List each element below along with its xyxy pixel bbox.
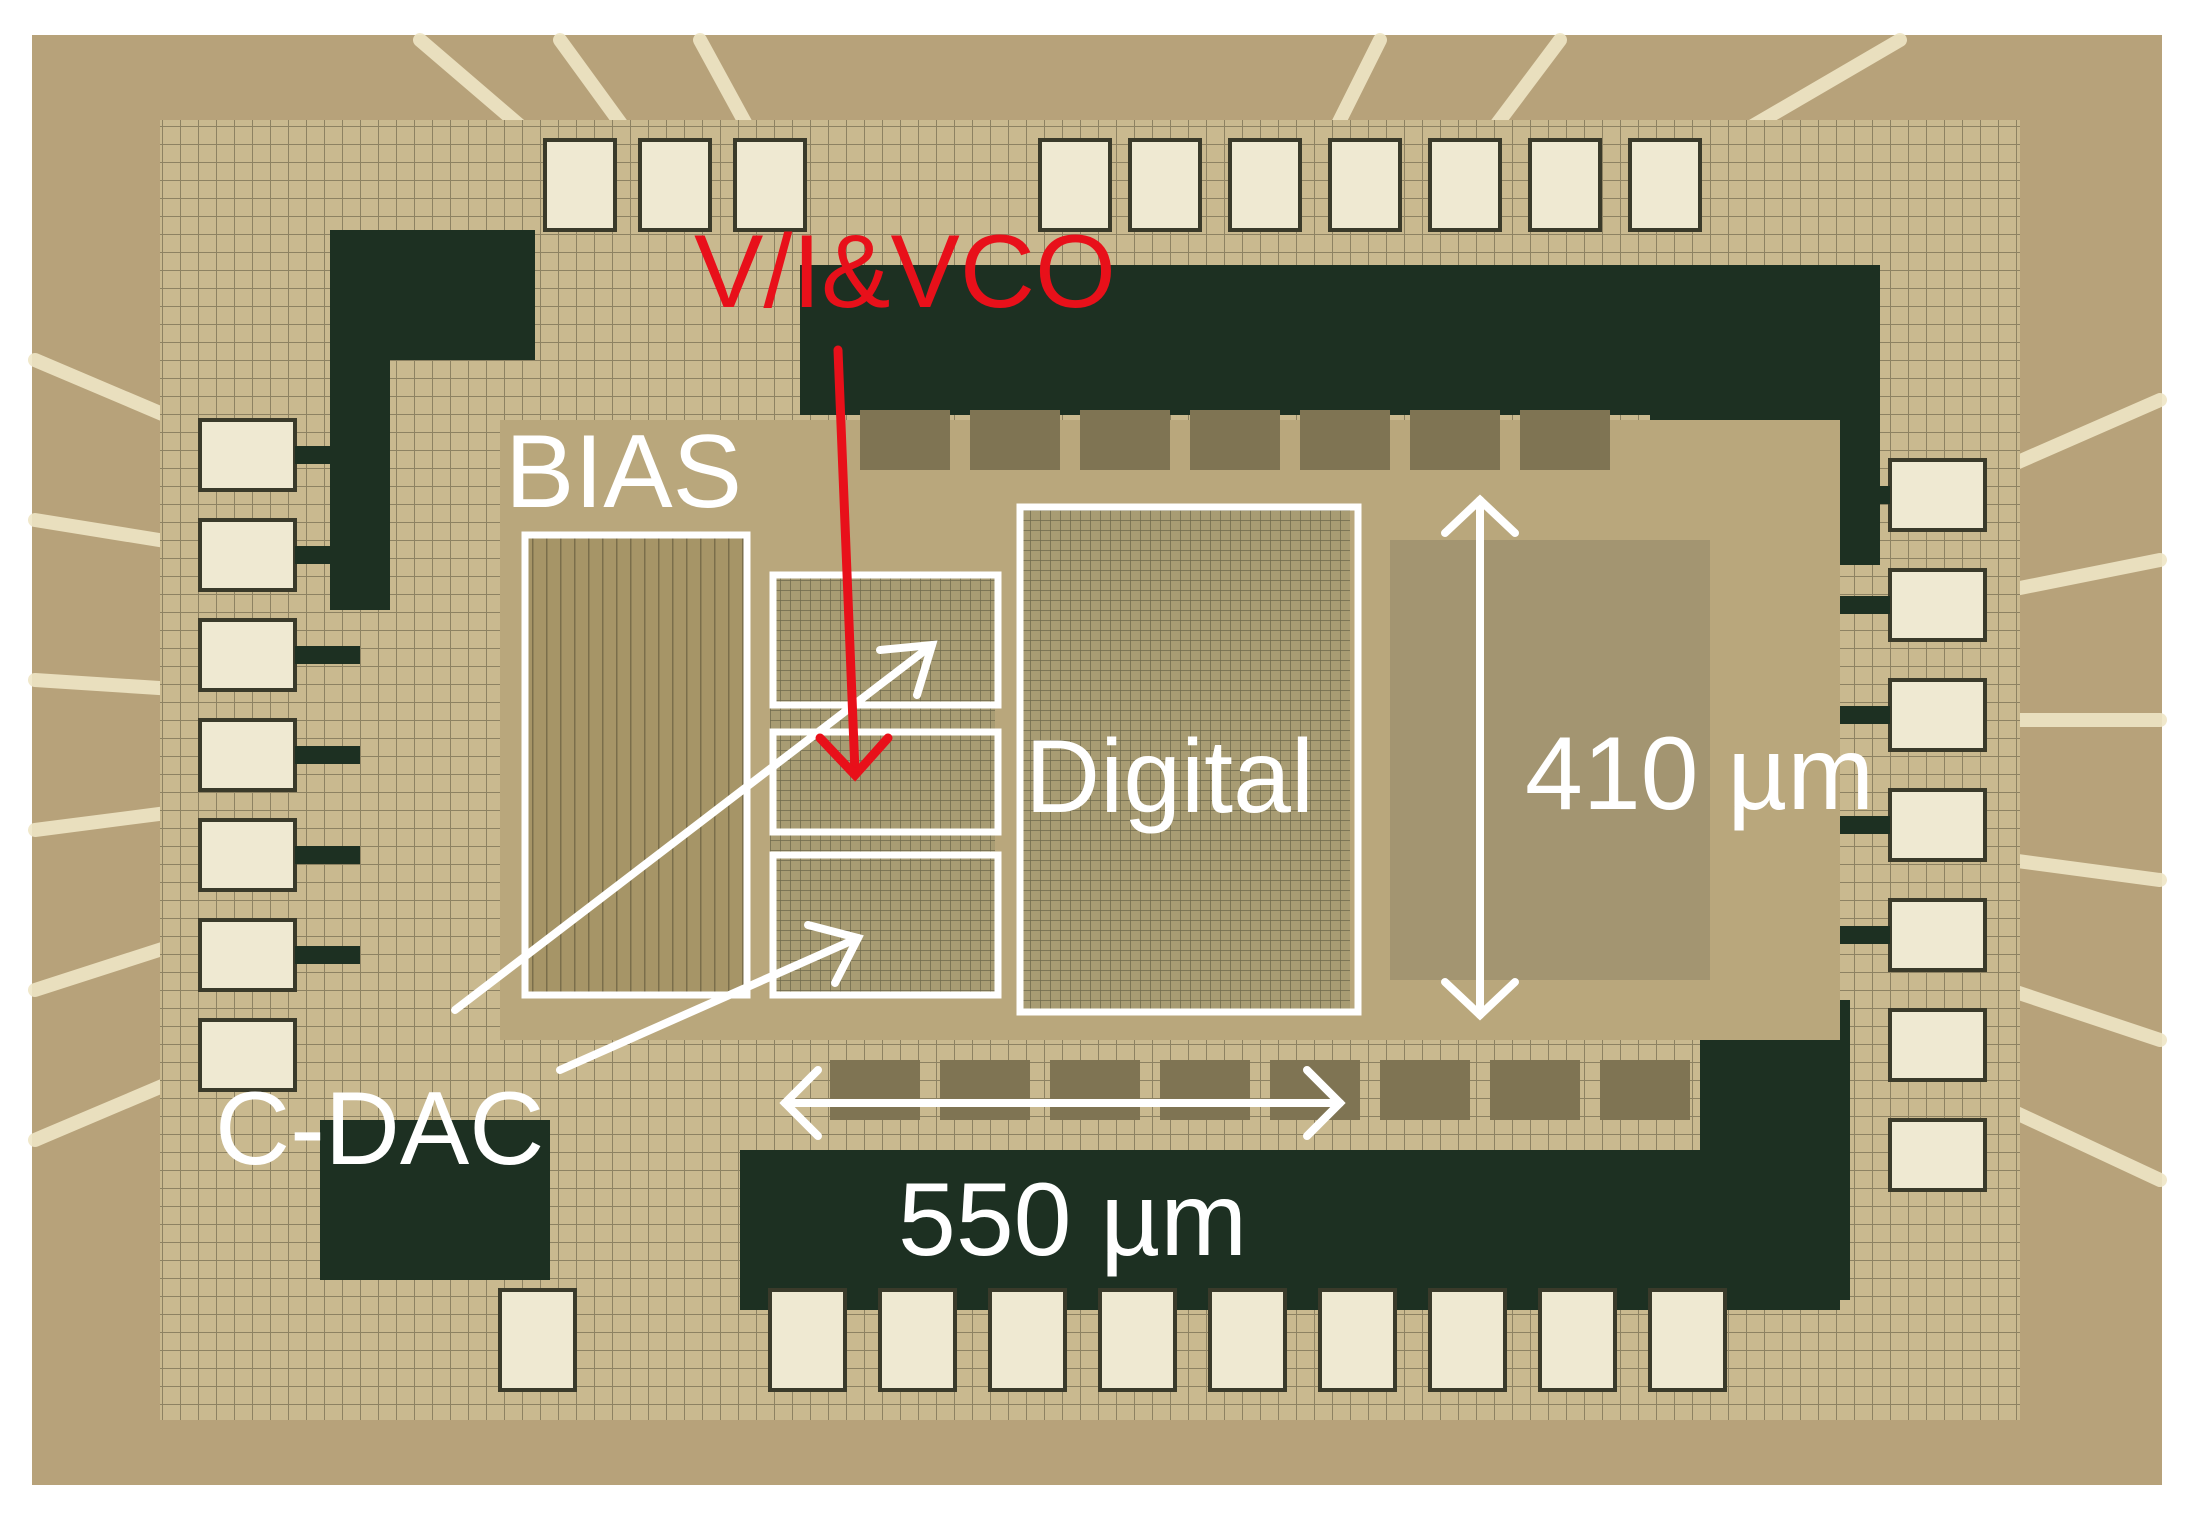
digital-block — [1020, 510, 1350, 1010]
digital-label: Digital — [1025, 719, 1314, 835]
annotation-boxes — [521, 503, 1362, 1016]
vco-arrow — [815, 345, 893, 782]
bias-box — [521, 531, 751, 999]
bias-label: BIAS — [505, 414, 742, 530]
height-dimension-arrow — [1441, 494, 1519, 1021]
cdac-label: C-DAC — [215, 1071, 545, 1187]
vco-label: V/I&VCO — [694, 214, 1116, 330]
vco-blocks — [770, 575, 995, 995]
vco-box — [769, 728, 1002, 836]
right-core-block — [1390, 540, 1710, 980]
digital-box — [1016, 503, 1362, 1016]
bottom-bond-pads — [498, 1288, 1727, 1392]
height-dimension-label: 410 µm — [1525, 716, 1874, 832]
bias-block — [525, 535, 745, 995]
core-tiles — [830, 410, 1690, 1120]
left-bond-pads — [198, 418, 297, 1092]
width-dimension-arrow — [779, 1066, 1346, 1140]
top-bond-pads — [543, 138, 1702, 232]
width-dimension-label: 550 µm — [898, 1162, 1247, 1278]
right-bond-pads — [1888, 458, 1987, 1192]
cdac-bottom-box — [769, 851, 1002, 999]
cdac-top-box — [769, 571, 1002, 709]
